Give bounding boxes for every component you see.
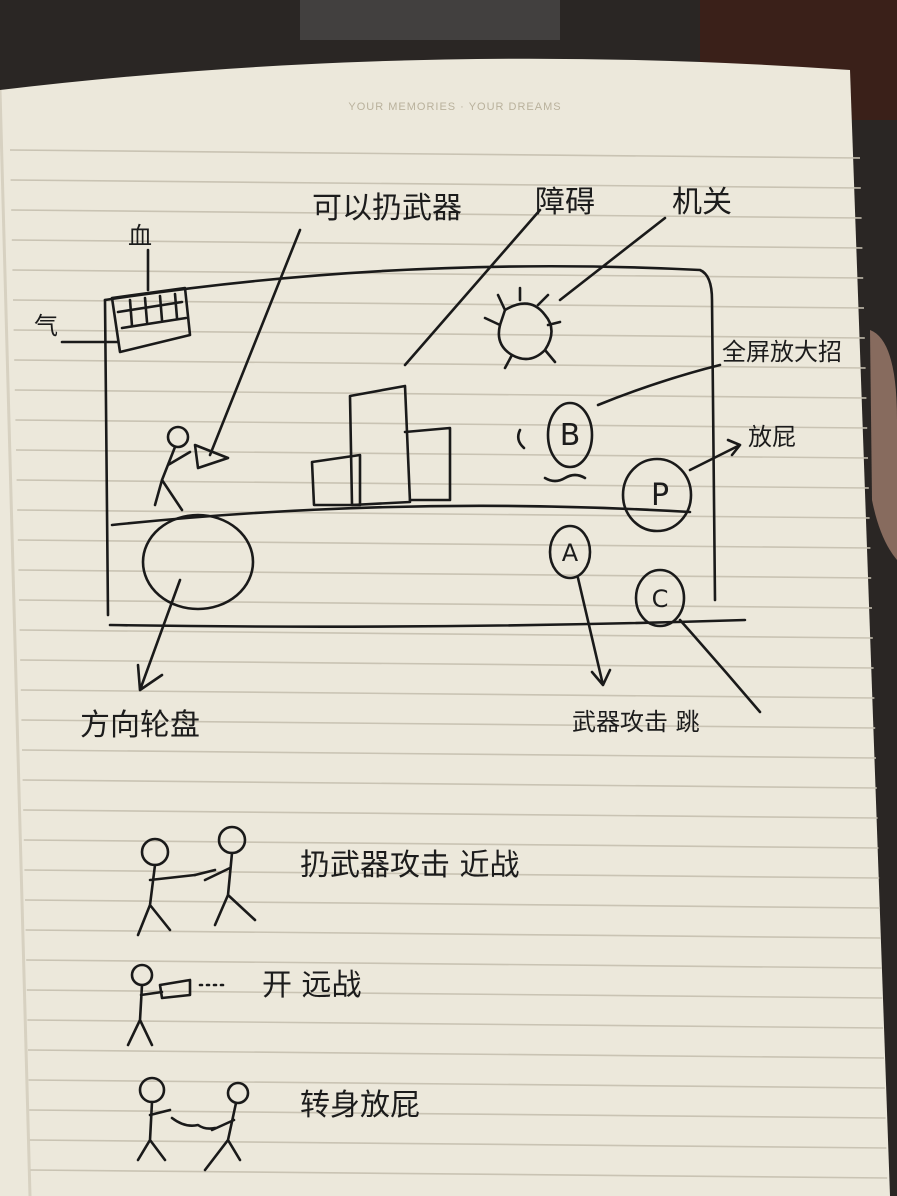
screen-frame-left [103,298,110,617]
screen-frame-bottom [108,618,747,628]
button-a-label: A [562,539,579,567]
ruled-line [30,1169,888,1179]
note-2-drawing [126,963,227,1047]
ruled-line [26,959,882,969]
notebook-header: YOUR MEMORIES · YOUR DREAMS [348,101,561,113]
throw-weapon-label: 可以扔武器 [312,191,462,226]
hp-label: 血 [128,222,152,250]
button-b-label: B [560,418,581,453]
button-c [634,568,686,628]
ruled-line [29,1109,886,1119]
ruled-line [21,719,876,729]
trap-label: 机关 [672,185,732,220]
weapon-pointer [208,228,302,457]
ruled-line [22,779,877,789]
ruled-line [21,749,877,759]
ruled-line [27,1049,885,1059]
note-2-text: 开 远战 [262,968,362,1003]
ruled-line [14,389,867,399]
joystick-pointer [136,578,182,692]
note-3-drawing [136,1076,250,1172]
ground-line [110,504,692,527]
ruled-line [12,269,864,279]
ruled-line [17,509,870,519]
ruled-line [18,569,872,579]
ruled-line [28,1079,885,1089]
note-1-drawing [136,825,257,937]
attack-jump-label: 武器攻击 跳 [572,708,700,736]
ruled-line [14,359,866,369]
button-a [548,524,592,580]
game-screen-sketch: B P A C [60,208,762,714]
trap-pointer [558,216,667,302]
button-b [546,401,594,469]
ruled-line [15,449,869,459]
trap-shape [483,286,562,370]
ruled-line [23,809,878,819]
ruled-lines [9,149,888,1179]
ruled-line [15,419,868,429]
ruled-line [11,209,862,219]
ruled-line [11,239,863,249]
obstacle-label: 障碍 [535,185,595,220]
joystick-circle [141,513,255,611]
ruled-line [24,869,880,879]
ruled-line [16,479,869,489]
button-b-glow [543,473,587,483]
note-1-text: 扔武器攻击 近战 [300,848,520,883]
button-p-label: P [651,478,669,513]
ruled-line [9,149,861,159]
ruled-line [17,539,871,549]
joystick-label: 方向轮盘 [80,708,200,743]
ruled-line [24,899,881,909]
ultimate-label: 全屏放大招 [722,338,842,366]
ruled-line [12,299,865,309]
obstacle-pointer [403,208,542,367]
note-3-text: 转身放屁 [300,1088,420,1123]
ruled-line [20,659,874,669]
hp-mana-bars [110,286,192,354]
thumb [870,330,897,560]
ruled-line [20,689,875,699]
mana-label: 气 [34,312,58,340]
screen-frame-top [103,264,717,602]
ruled-line [23,839,879,849]
attack-pointer [576,576,612,687]
button-c-label: C [652,585,669,613]
button-p [621,457,693,533]
ruled-line [13,329,865,339]
fart-pointer [688,438,742,472]
ruled-line [18,599,873,609]
ruled-line [29,1139,887,1149]
obstacle-boxes [310,384,452,507]
fart-label: 放屁 [748,423,796,451]
ruled-line [25,929,881,939]
ruled-line [10,179,861,189]
ultimate-pointer [596,363,722,407]
jump-pointer [678,618,762,714]
ruled-line [26,989,883,999]
ruled-line [27,1019,884,1029]
